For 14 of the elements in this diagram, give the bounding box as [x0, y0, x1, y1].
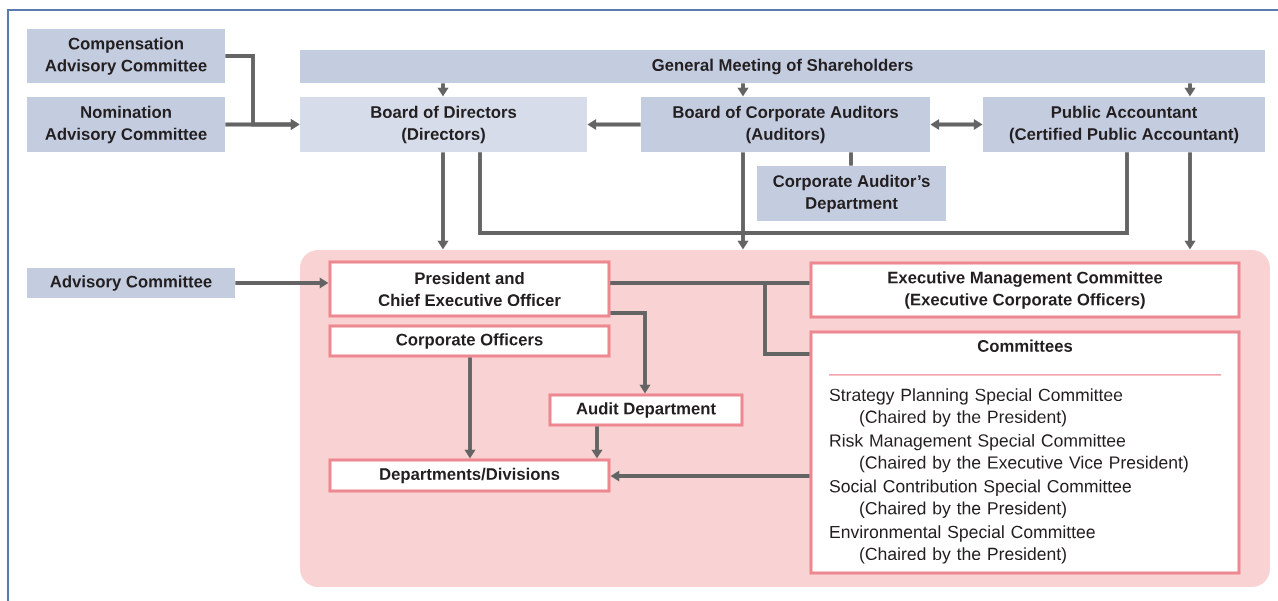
org-box: Public Accountant (Certified Public Accountant): [983, 97, 1265, 152]
org-box: Board of Corporate Auditors (Auditors): [641, 97, 930, 152]
org-box: Executive Management Committee (Executive Corporate Officers): [809, 261, 1241, 319]
org-box: Audit Department: [548, 393, 744, 427]
org-box: Departments/Divisions: [328, 458, 611, 493]
org-box: President and Chief Executive Officer: [328, 260, 611, 318]
org-box: Advisory Committee: [27, 268, 235, 298]
org-box: Nomination Advisory Committee: [27, 97, 225, 152]
org-box: Compensation Advisory Committee: [27, 29, 225, 83]
committee-list-box: Committees Strategy Planning Special Committee (Chaired by the President) Risk Management Special Committee (Chaired by the Executive Vice President) Social Contribution Special Committee (Chaired by the President) Environmental Special Committee (Chaired by the President): [809, 330, 1241, 575]
org-box: Corporate Auditor’s Department: [757, 166, 946, 221]
org-box: Board of Directors (Directors): [300, 97, 587, 152]
org-box: Corporate Officers: [328, 324, 611, 358]
org-box: General Meeting of Shareholders: [300, 50, 1265, 83]
